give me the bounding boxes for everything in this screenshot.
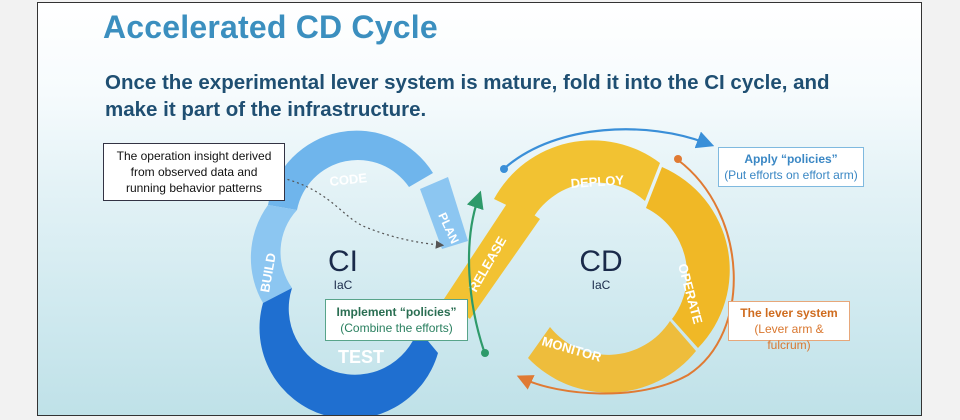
implement-policies-note: Implement “policies” (Combine the effort… (325, 299, 468, 341)
cd-label: CD (579, 245, 622, 278)
cd-deploy-segment (494, 140, 660, 218)
apply-policies-title: Apply “policies” (744, 152, 838, 166)
apply-arrow-dot (500, 165, 508, 173)
lever-arrow-dot (674, 155, 682, 163)
cd-operate-segment (646, 167, 730, 348)
ci-label: CI (328, 245, 358, 278)
cd-ring (444, 140, 730, 393)
insight-note: The operation insight derived from obser… (103, 143, 285, 201)
insight-dotted-arrow (247, 172, 445, 249)
implement-arrow-dot (481, 349, 489, 357)
apply-blue-arc-arrow (505, 128, 715, 168)
cicd-infinity-diagram: CODE BUILD TEST PLAN RELEASE DEPLOY OPER… (247, 128, 735, 415)
cd-release-segment (444, 199, 540, 319)
lever-system-title: The lever system (740, 306, 838, 320)
build-label: BUILD (257, 252, 279, 294)
ci-ring (250, 130, 468, 415)
cd-monitor-segment (528, 321, 696, 393)
lever-orange-arc-arrow (516, 159, 735, 395)
ci-build-segment (250, 205, 297, 303)
slide-subtitle: Once the experimental lever system is ma… (105, 71, 830, 121)
deploy-label: DEPLOY (570, 172, 625, 191)
slide-title: Accelerated CD Cycle (103, 9, 438, 45)
lever-system-note: The lever system (Lever arm & fulcrum) (728, 301, 850, 352)
cd-iac-label: IaC (592, 278, 611, 292)
apply-policies-sub: (Put efforts on effort arm) (724, 168, 858, 182)
code-label: CODE (329, 170, 368, 189)
implement-policies-sub: (Combine the efforts) (340, 321, 453, 335)
test-label: TEST (338, 347, 384, 367)
ci-plan-segment (420, 177, 468, 249)
slide: Accelerated CD Cycle Once the experiment… (37, 2, 922, 416)
apply-policies-note: Apply “policies” (Put efforts on effort … (718, 147, 864, 187)
ci-test-segment (259, 288, 438, 415)
ci-iac-label: IaC (334, 278, 353, 292)
ci-code-segment (268, 130, 433, 210)
implement-green-arrow (466, 190, 486, 352)
implement-policies-title: Implement “policies” (336, 305, 457, 319)
lever-system-sub: (Lever arm & fulcrum) (754, 322, 824, 352)
